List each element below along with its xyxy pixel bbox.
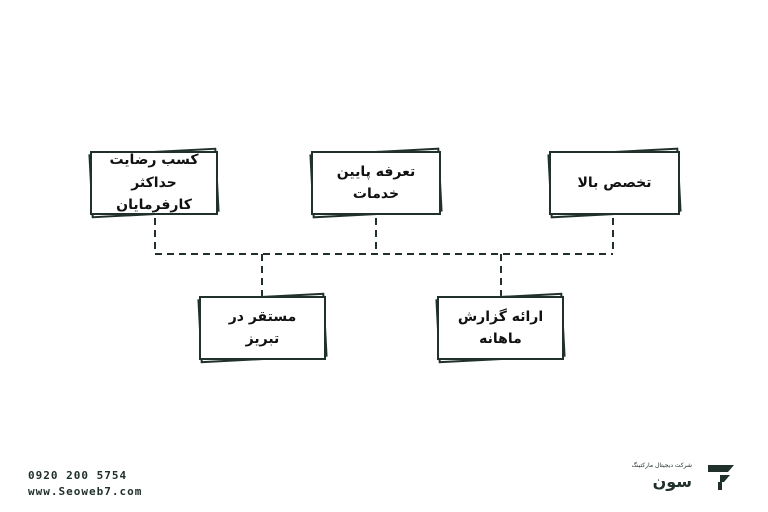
- brand-tagline: شرکت دیجیتال مارکتینگ: [631, 462, 692, 469]
- card-location: مستقر در تبریز: [197, 292, 328, 364]
- card-low-rate: تعرفه پایین خدمات: [309, 147, 443, 219]
- brand-name: سون: [652, 472, 692, 491]
- card-label: تخصص بالا: [549, 151, 680, 215]
- contact-block: 0920 200 5754 www.Seoweb7.com: [28, 468, 142, 500]
- brand-logo-icon: [708, 465, 734, 490]
- card-satisfaction: کسب رضایت حداکثر کارفرمایان: [88, 147, 220, 219]
- card-label: مستقر در تبریز: [199, 296, 326, 360]
- card-label: ارائه گزارش ماهانه: [437, 296, 564, 360]
- phone-number: 0920 200 5754: [28, 469, 128, 482]
- brand-logo: شرکت دیجیتال مارکتینگ سون: [626, 462, 746, 498]
- card-label: کسب رضایت حداکثر کارفرمایان: [90, 151, 218, 215]
- card-expertise: تخصص بالا: [547, 147, 682, 219]
- card-monthly-report: ارائه گزارش ماهانه: [435, 292, 566, 364]
- website-link[interactable]: www.Seoweb7.com: [28, 485, 143, 498]
- card-label: تعرفه پایین خدمات: [311, 151, 441, 215]
